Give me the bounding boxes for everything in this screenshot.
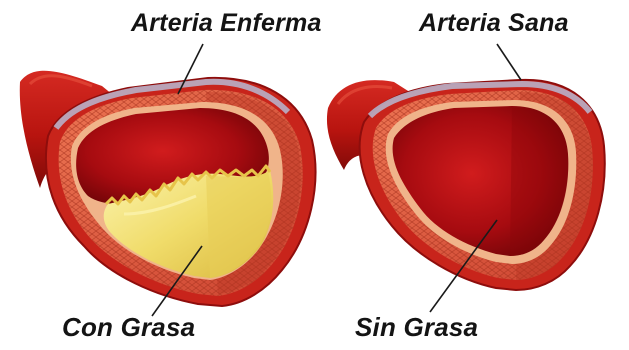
caption-with-fat: Con Grasa bbox=[62, 312, 195, 343]
label-diseased-artery: Arteria Enferma bbox=[131, 9, 322, 38]
healthy-artery bbox=[327, 80, 605, 290]
caption-without-fat: Sin Grasa bbox=[355, 312, 478, 343]
label-healthy-artery: Arteria Sana bbox=[419, 9, 569, 38]
diseased-artery bbox=[20, 71, 316, 306]
leader-line-healthy-title bbox=[497, 44, 521, 80]
